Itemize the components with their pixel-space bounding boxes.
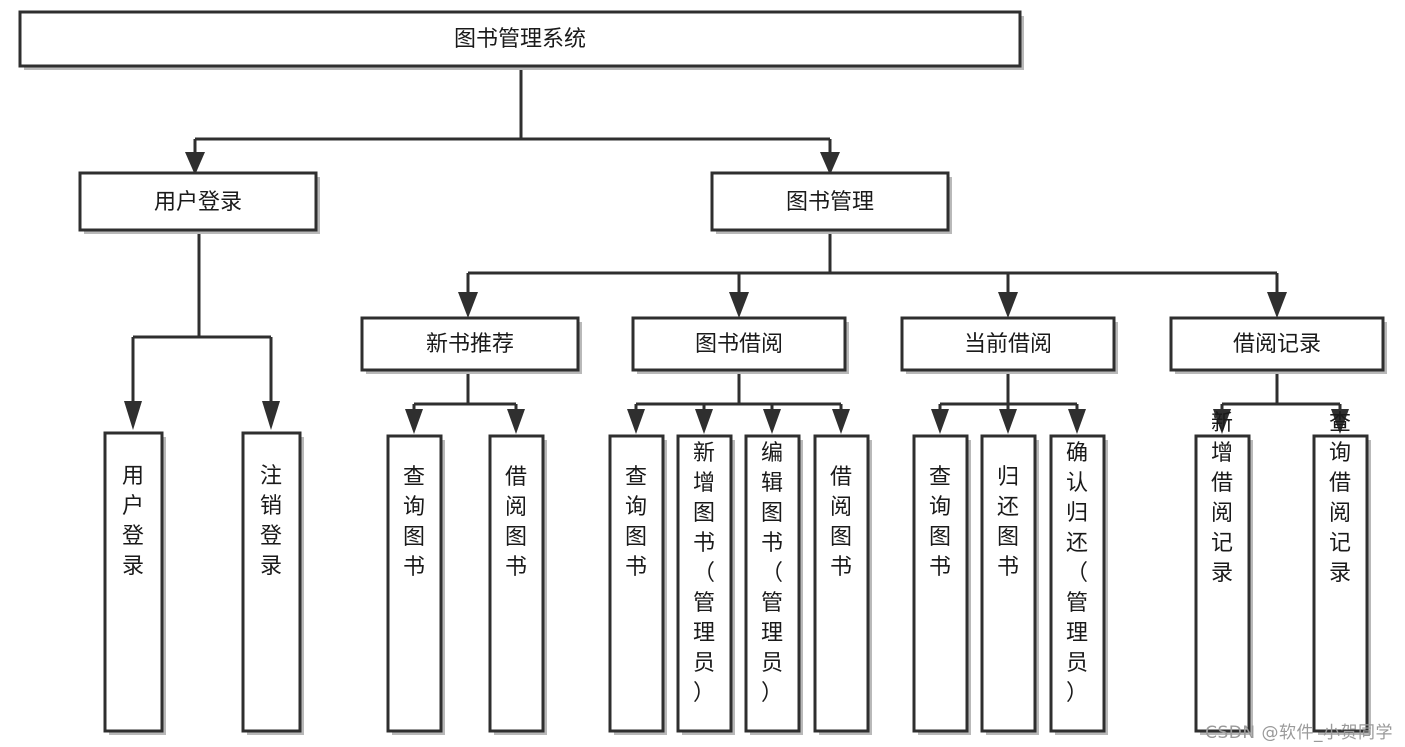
leaf-user-login[interactable]: 用户登录 [103,431,166,735]
leaf-query-book-borrow[interactable]: 查询图书 [608,434,667,735]
arrow-head-leaf-query-book-a [405,409,423,434]
current-borrow-label: 当前借阅 [964,332,1052,357]
node-current-borrow[interactable]: 当前借阅 [900,316,1118,374]
arrow-head-leaf-confirm-return [1068,409,1086,434]
leaf-query-book-current[interactable]: 查询图书 [912,434,971,735]
leaf-query-borrow-record-label: 查询借阅记录 [1329,411,1351,586]
leaf-borrow-book-newrec-box [488,434,545,733]
leaf-query-book-borrow-label: 查询图书 [625,465,647,580]
user-login-label: 用户登录 [154,190,242,215]
arrow-head-leaf-borrow-book-a [507,409,525,434]
leaf-query-book-current-label: 查询图书 [929,465,951,580]
arrow-head-to-book-borrow [729,292,749,318]
leaf-confirm-return-admin-box [1049,434,1106,733]
leaf-edit-book-admin[interactable]: 编辑图书（管理员） [744,434,803,735]
leaf-borrow-book-borrow-box [813,434,870,733]
leaf-add-borrow-record-label: 新增借阅记录 [1211,411,1233,586]
arrow-head-leaf-return-book [999,409,1017,434]
leaf-edit-book-admin-label: 编辑图书（管理员） [761,441,783,706]
leaf-logout-box [241,431,302,733]
node-book-management[interactable]: 图书管理 [710,171,952,234]
arrow-head-leaf-add-record [1213,409,1231,434]
leaf-add-book-admin-box [676,434,733,733]
arrow-head-to-new-book-rec [458,292,478,318]
arrow-head-leaf-query-book-c [931,409,949,434]
leaf-borrow-book-newrec[interactable]: 借阅图书 [488,434,547,735]
book-management-label: 图书管理 [786,190,874,215]
arrow-head-leaf-borrow-book-b [832,409,850,434]
arrow-head-leaf-add-book [695,409,713,434]
node-new-book-recommendation[interactable]: 新书推荐 [360,316,582,374]
arrow-head-leaf-query-record [1331,409,1349,434]
leaf-logout[interactable]: 注销登录 [241,431,304,735]
connector-layer [124,66,1349,434]
borrow-record-label: 借阅记录 [1233,332,1321,357]
borrow-record-box [1169,316,1385,372]
leaf-borrow-book-borrow[interactable]: 借阅图书 [813,434,872,735]
leaf-query-borrow-record[interactable]: 查询借阅记录 [1312,411,1371,735]
node-root-library-system[interactable]: 图书管理系统 [18,10,1024,70]
leaf-user-login-label: 用户登录 [122,464,144,579]
current-borrow-box [900,316,1116,372]
leaf-query-book-borrow-box [608,434,665,733]
node-user-login[interactable]: 用户登录 [78,171,320,234]
leaf-query-book-newrec-box [386,434,443,733]
leaf-add-book-admin[interactable]: 新增图书（管理员） [676,434,735,735]
node-borrow-record[interactable]: 借阅记录 [1169,316,1387,374]
leaf-logout-label: 注销登录 [260,464,282,579]
leaf-query-book-newrec-label: 查询图书 [403,465,425,580]
book-borrow-box [631,316,847,372]
leaf-add-book-admin-label: 新增图书（管理员） [693,441,715,706]
leaf-user-login-box [103,431,164,733]
leaf-return-book-box [980,434,1037,733]
leaf-return-book-label: 归还图书 [997,465,1019,580]
arrow-head-to-user-login [185,152,205,175]
book-management-box [710,171,950,232]
leaf-borrow-book-borrow-label: 借阅图书 [830,465,852,580]
arrow-head-leaf-user-login [124,401,142,430]
leaf-add-borrow-record-box [1194,434,1251,733]
arrow-head-leaf-logout [262,401,280,430]
leaf-query-borrow-record-box [1312,434,1369,733]
user-login-box [78,171,318,232]
root-box [18,10,1022,68]
new-book-rec-box [360,316,580,372]
leaf-query-book-current-box [912,434,969,733]
leaf-query-book-newrec[interactable]: 查询图书 [386,434,445,735]
leaf-add-borrow-record[interactable]: 新增借阅记录 [1194,411,1253,735]
node-book-borrow[interactable]: 图书借阅 [631,316,849,374]
arrow-head-leaf-edit-book [763,409,781,434]
arrow-head-to-current-borrow [998,292,1018,318]
book-borrow-label: 图书借阅 [695,332,783,357]
leaf-return-book[interactable]: 归还图书 [980,434,1039,735]
arrow-head-to-borrow-record [1267,292,1287,318]
leaf-borrow-book-newrec-label: 借阅图书 [505,465,527,580]
leaf-confirm-return-admin-label: 确认归还（管理员） [1066,441,1088,706]
arrow-head-leaf-query-book-b [627,409,645,434]
leaf-confirm-return-admin[interactable]: 确认归还（管理员） [1049,434,1108,735]
root-label: 图书管理系统 [454,27,586,52]
arrow-head-to-book-mgmt [820,152,840,175]
leaf-edit-book-admin-box [744,434,801,733]
new-book-rec-label: 新书推荐 [426,332,514,357]
